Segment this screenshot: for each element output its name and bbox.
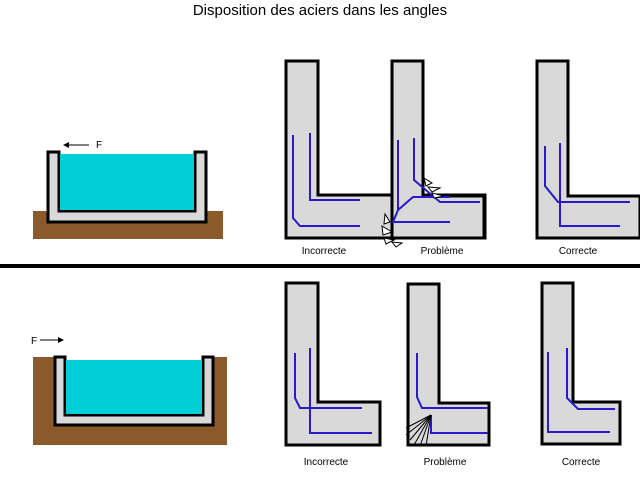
corner-bottom-probleme bbox=[405, 282, 491, 447]
section-divider bbox=[0, 264, 640, 268]
corner-top-probleme bbox=[381, 59, 486, 248]
label-top-incorrecte: Incorrecte bbox=[301, 246, 347, 257]
tank-above-ground: F bbox=[33, 140, 223, 239]
label-bottom-correcte: Correcte bbox=[561, 457, 601, 468]
force-arrowhead-top bbox=[63, 142, 69, 148]
force-label-top: F bbox=[96, 140, 102, 151]
label-top-probleme: Problème bbox=[420, 246, 464, 257]
soil-bottom bbox=[33, 357, 227, 445]
force-arrowhead-bottom bbox=[58, 337, 64, 343]
tank-wall-bottom bbox=[53, 355, 215, 427]
tank-buried: F bbox=[31, 336, 227, 445]
diagram-title: Disposition des aciers dans les angles bbox=[192, 2, 448, 19]
water-bottom bbox=[66, 360, 202, 414]
label-bottom-incorrecte: Incorrecte bbox=[303, 457, 349, 468]
corner-bottom-correcte bbox=[540, 281, 622, 446]
label-top-correcte: Correcte bbox=[558, 246, 598, 257]
force-label-bottom: F bbox=[31, 336, 37, 347]
corner-bottom-incorrecte bbox=[284, 281, 382, 447]
water-top bbox=[60, 154, 194, 210]
corner-top-correcte bbox=[535, 59, 640, 240]
tank-wall-top bbox=[46, 150, 208, 224]
label-bottom-probleme: Problème bbox=[423, 457, 467, 468]
